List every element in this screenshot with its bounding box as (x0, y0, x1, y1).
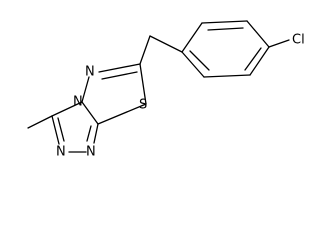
atom-label-n-triazole-2: N (86, 145, 96, 160)
bond-n-bridge-n (81, 76, 90, 103)
atom-label-n-thiadiazole: N (85, 65, 95, 80)
bond-n-tri-c-fusion-double (86, 125, 92, 142)
bond-c3-n-tri (51, 115, 60, 145)
bond-ch2-ring (149, 35, 183, 53)
bond-c6-ch2 (139, 35, 151, 65)
ring-bond-3 (246, 20, 270, 48)
ring-bond-4 (249, 46, 270, 76)
bond-ring-cl (268, 39, 290, 48)
methylene-linker (139, 35, 183, 65)
atom-label-cl: Cl (292, 33, 305, 48)
chlorophenyl-ring (181, 20, 290, 78)
atom-labels: Cl N N S N N (56, 33, 305, 160)
ring-bond-1 (181, 22, 203, 53)
ring-bond-6 (181, 51, 205, 78)
bond-n-bridge-c3 (51, 101, 83, 117)
bond-n-tri-c-fusion (93, 123, 99, 144)
bond-c-fusion-n-bridge (81, 101, 99, 125)
ring-double-2 (244, 47, 262, 71)
atom-label-n-bridgehead: N (73, 95, 83, 110)
ring-double-1 (207, 27, 244, 31)
bond-c3-n-tri-double (57, 117, 65, 142)
ring-double-3 (189, 50, 210, 71)
ring-bond-2 (201, 20, 248, 24)
fused-ring-bonds (51, 63, 147, 153)
atom-label-n-triazole-1: N (56, 145, 66, 160)
methyl-bond (27, 115, 53, 129)
chemical-structure-diagram: Cl N N S N N (27, 20, 305, 160)
bond-s-c-fusion (97, 103, 147, 125)
ring-bond-5 (203, 74, 251, 78)
bond-c6-s (139, 63, 147, 105)
bond-n-c6 (98, 63, 141, 73)
bond-n-c6-double (101, 71, 138, 80)
atom-label-s: S (139, 98, 147, 113)
